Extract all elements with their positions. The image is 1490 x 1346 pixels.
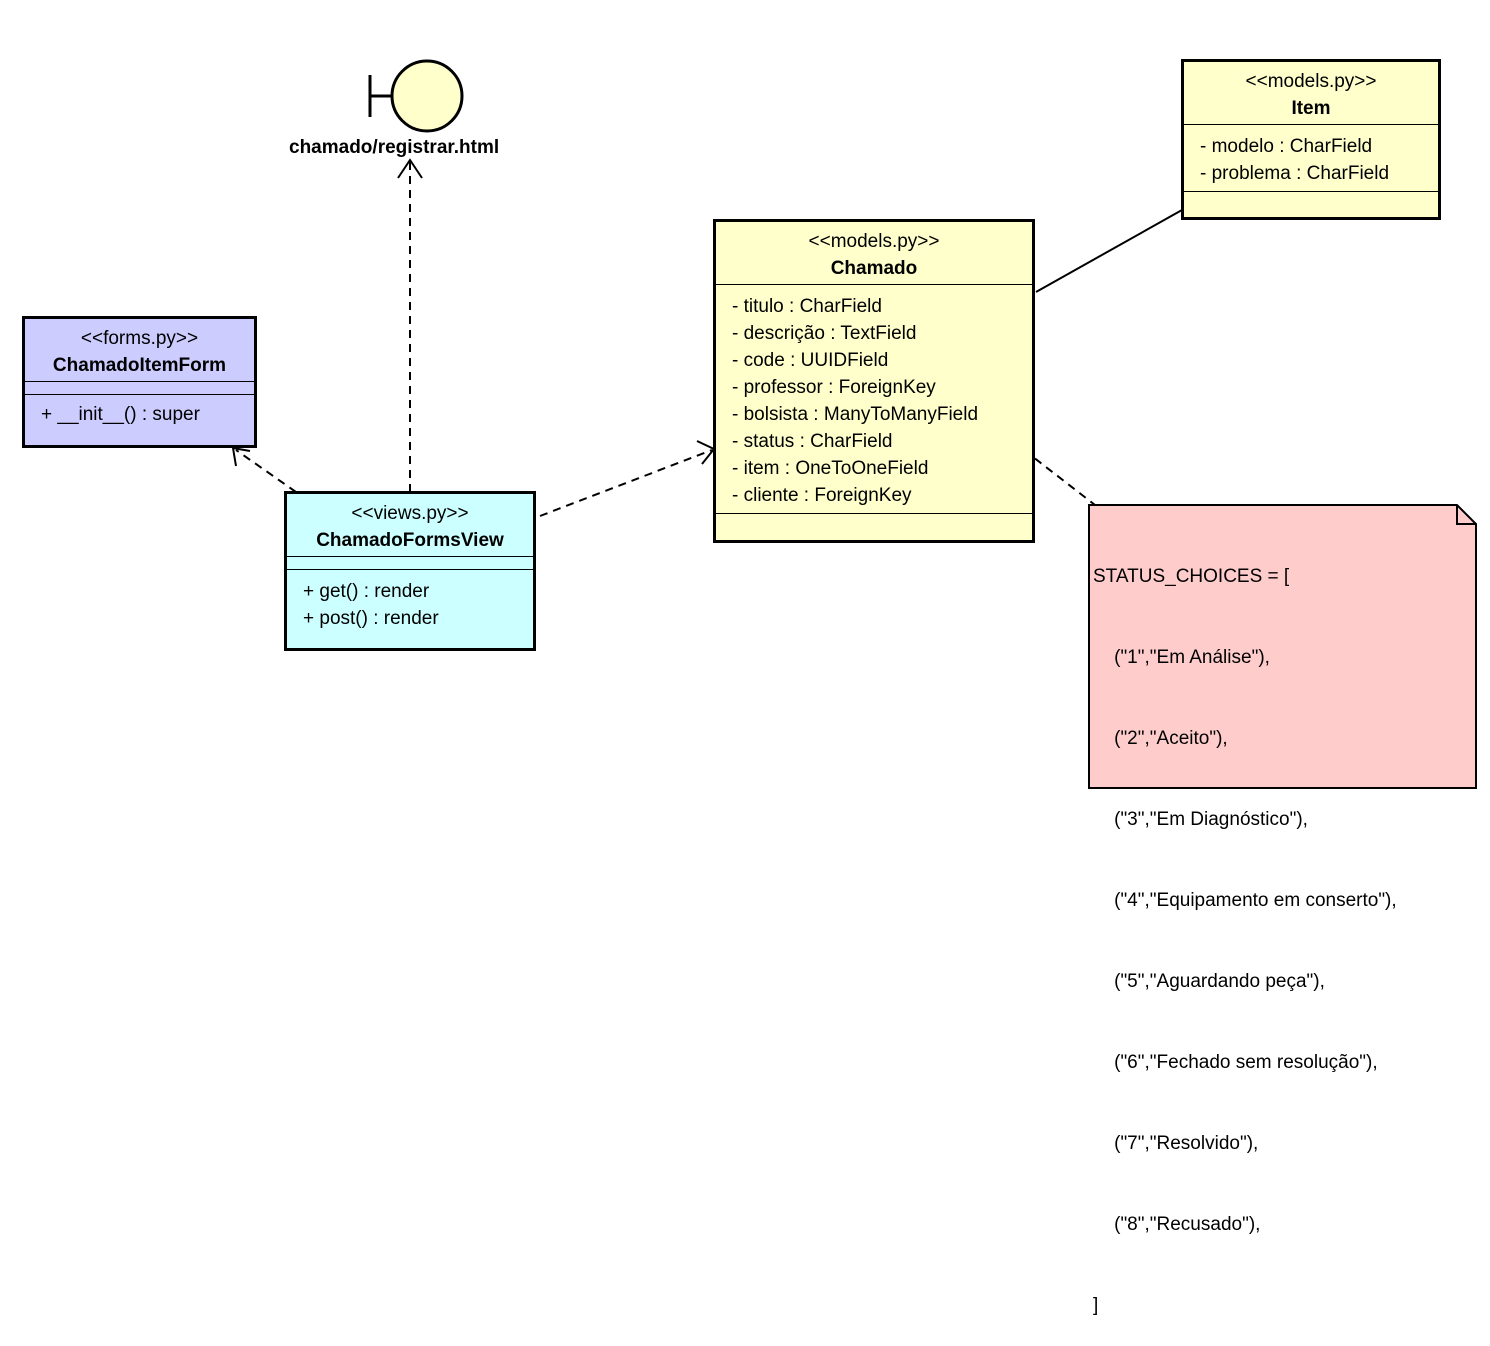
class-name: ChamadoItemForm [52,355,227,376]
class-item: <<models.py>> Item - modelo : CharField … [1181,59,1441,220]
attribute: - code : UUIDField [732,350,889,371]
boundary-icon [368,59,464,133]
association-chamado-item [1035,209,1183,293]
note-line: ("5","Aguardando peça"), [1093,971,1325,992]
class-name: Chamado [830,258,918,279]
note-line: ("1","Em Análise"), [1093,647,1270,668]
attribute: - bolsista : ManyToManyField [732,404,979,425]
stereotype: <<views.py>> [351,503,469,524]
attribute: - cliente : ForeignKey [732,485,912,506]
method: + __init__() : super [41,404,200,425]
class-chamado: <<models.py>> Chamado - titulo : CharFie… [713,219,1035,543]
note-line: ("6","Fechado sem resolução"), [1093,1052,1378,1073]
note-line: ("2","Aceito"), [1093,728,1228,749]
stereotype: <<forms.py>> [80,328,199,349]
class-chamado-forms-view: <<views.py>> ChamadoFormsView + get() : … [284,491,536,651]
class-name: Item [1291,98,1331,119]
note-line: ("8","Recusado"), [1093,1214,1261,1235]
class-chamado-item-form: <<forms.py>> ChamadoItemForm + __init__(… [22,316,257,448]
note-line: STATUS_CHOICES = [ [1093,566,1290,587]
method: + post() : render [303,608,439,629]
attribute: - titulo : CharField [732,296,882,317]
attribute: - item : OneToOneField [732,458,929,479]
note-line: ("4","Equipamento em conserto"), [1093,890,1397,911]
dependency-arrowhead [397,158,423,179]
class-name: ChamadoFormsView [316,530,504,551]
note-anchor-line [1023,449,1096,506]
status-choices-note: STATUS_CHOICES = [ ("1","Em Análise"), (… [1093,509,1397,1346]
note-line: ] [1093,1295,1099,1316]
dependency-view-to-chamado [539,449,713,517]
attribute: - professor : ForeignKey [732,377,936,398]
boundary-label: chamado/registrar.html [289,137,500,158]
attribute: - problema : CharField [1200,163,1390,184]
stereotype: <<models.py>> [1245,71,1377,92]
dependency-arrowhead [696,440,716,465]
attribute: - status : CharField [732,431,893,452]
attribute: - descrição : TextField [732,323,917,344]
method: + get() : render [303,581,430,602]
note-line: ("7","Resolvido"), [1093,1133,1259,1154]
dependency-arrowhead [231,446,251,467]
note-shape [1088,504,1477,789]
attribute: - modelo : CharField [1200,136,1373,157]
note-line: ("3","Em Diagnóstico"), [1093,809,1308,830]
diagram-connectors [231,59,1477,789]
stereotype: <<models.py>> [808,231,940,252]
dependency-view-to-form [235,449,297,493]
